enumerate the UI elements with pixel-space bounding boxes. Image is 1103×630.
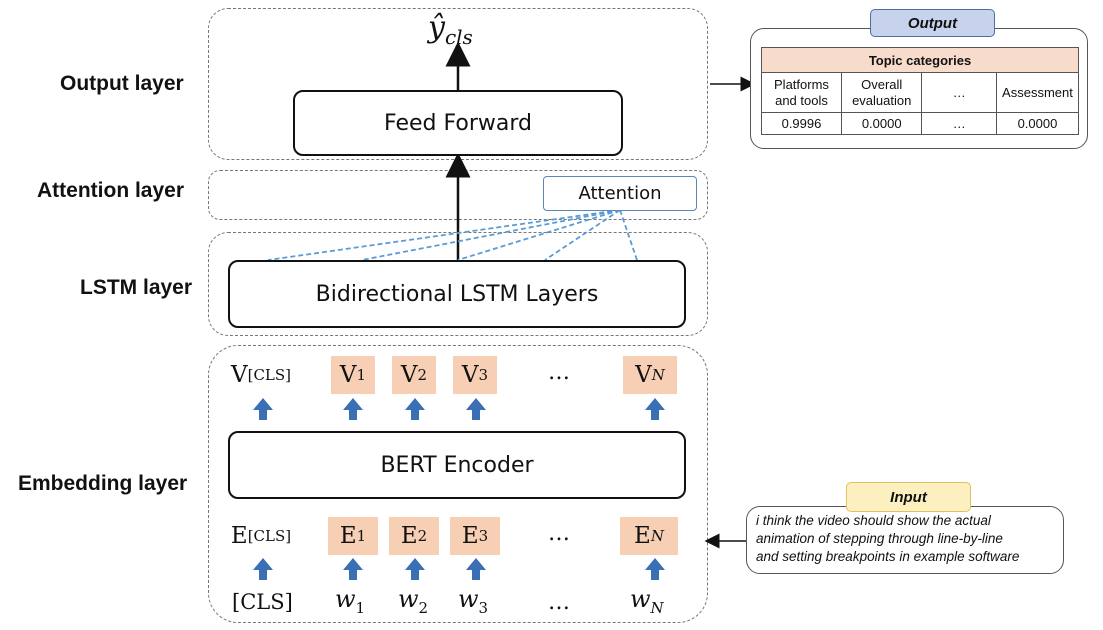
lstm-layer-label: LSTM layer [80,276,193,299]
attention-block: Attention [543,176,697,211]
topic-table-title: Topic categories [761,47,1079,73]
topic-header: … [921,72,997,113]
topic-value: 0.0000 [995,112,1080,135]
word-2: w2 [398,585,429,617]
input-line: animation of stepping through line-by-li… [756,531,1003,546]
bert-encoder-block: BERT Encoder [228,431,686,499]
input-sentence: i think the video should show the actual… [756,512,1019,566]
attention-lines [267,209,638,261]
word-1: w1 [335,585,366,617]
topic-value: 0.9996 [761,112,842,135]
output-layer-label: Output layer [60,72,184,95]
output-symbol: ŷcls [428,10,473,49]
topic-header: Overall evaluation [840,72,923,113]
topic-header: Platforms and tools [761,72,842,113]
feed-forward-block: Feed Forward [293,90,623,156]
word-3: w3 [458,585,489,617]
vector-ellipsis: … [548,360,570,385]
embedding-layer-region [208,345,708,623]
input-line: i think the video should show the actual [756,513,991,528]
word-n: wN [630,585,664,617]
topic-table-title-row: Topic categories [761,47,1079,73]
word-cls: [CLS] [232,590,293,614]
word-ellipsis: … [548,590,570,615]
topic-header: Assessment [995,72,1080,113]
embedding-ellipsis: … [548,521,570,546]
attention-layer-label: Attention layer [37,179,185,202]
topic-table-header-row: Platforms and tools Overall evaluation …… [761,72,1080,113]
topic-value: … [921,112,997,135]
embedding-layer-label: Embedding layer [18,472,188,495]
input-line: and setting breakpoints in example softw… [756,549,1020,564]
output-tag: Output [870,9,995,37]
lstm-block: Bidirectional LSTM Layers [228,260,686,328]
vector-token-cls: V[CLS] [230,362,292,388]
embedding-token-cls: E[CLS] [230,523,292,549]
topic-table: Topic categories Platforms and tools Ove… [761,47,1080,135]
topic-table-value-row: 0.9996 0.0000 … 0.0000 [761,112,1080,135]
input-tag: Input [846,482,971,512]
topic-value: 0.0000 [840,112,923,135]
